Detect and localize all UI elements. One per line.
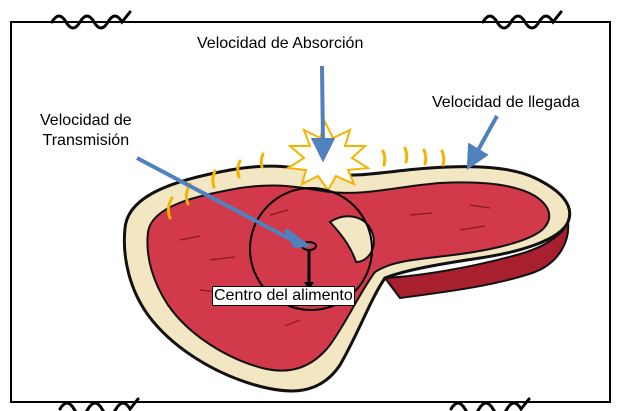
- squiggle-bottom-left: [60, 399, 138, 411]
- heat-mark: [405, 148, 407, 162]
- arrival-speed-label: Velocidad de llegada: [432, 93, 580, 113]
- heat-mark: [442, 151, 444, 165]
- arrival-arrow-head: [469, 146, 485, 166]
- absorption-arrow: [322, 66, 323, 144]
- heat-mark: [261, 154, 263, 167]
- squiggle-top-left: [52, 12, 130, 28]
- transmission-label-line1: Velocidad de: [40, 111, 132, 131]
- heat-mark: [383, 151, 385, 165]
- arrival-arrow: [477, 116, 497, 152]
- squiggle-top-right: [483, 12, 561, 28]
- squiggle-bottom-right: [451, 399, 529, 411]
- absorption-speed-label: Velocidad de Absorción: [197, 34, 363, 54]
- heat-mark: [424, 150, 426, 164]
- food-center-label: Centro del alimento: [212, 286, 355, 306]
- transmission-speed-label: Velocidad de Transmisión: [40, 111, 132, 151]
- transmission-label-line2: Transmisión: [40, 131, 132, 151]
